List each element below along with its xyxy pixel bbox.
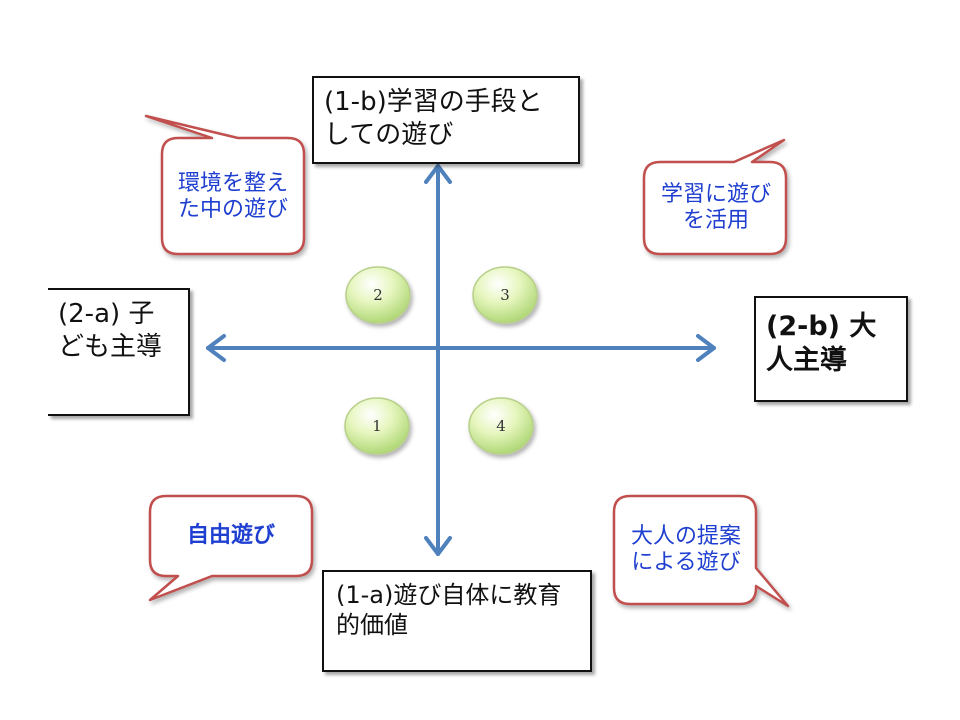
- left-arrowhead: [206, 334, 226, 362]
- quadrant-nodes: [344, 266, 538, 455]
- bubble-bottom-left: [148, 494, 314, 602]
- quadrant-label-bottom-left: 自由遊び: [186, 522, 275, 548]
- node-3: [472, 266, 538, 324]
- node-label-3: 3: [500, 286, 510, 304]
- axis-label-left: (2-a) 子ども主導: [48, 288, 190, 416]
- down-arrowhead: [424, 536, 452, 556]
- node-4: [468, 397, 534, 455]
- node-label-1: 1: [372, 417, 382, 435]
- node-label-2: 2: [373, 286, 383, 304]
- bubble-bottom-right: [612, 494, 790, 608]
- bubble-top-left: [144, 114, 306, 256]
- quadrant-label-top-right: 学習に遊びを活用: [660, 181, 771, 233]
- quadrant-label-top-left: 環境を整えた中の遊び: [177, 170, 288, 222]
- node-1: [344, 397, 410, 455]
- up-arrowhead: [424, 164, 452, 184]
- node-label-4: 4: [496, 417, 506, 435]
- right-arrowhead: [696, 334, 716, 362]
- axis-arrows: [206, 164, 716, 556]
- axis-label-top: (1-b)学習の手段としての遊び: [312, 76, 580, 164]
- callout-bubbles: [144, 114, 790, 608]
- node-2: [345, 266, 411, 324]
- bubble-top-right: [642, 138, 788, 256]
- axis-label-bottom: (1-a)遊び自体に教育的価値: [322, 570, 592, 672]
- axis-label-right: (2-b) 大人主導: [754, 296, 908, 402]
- quadrant-label-bottom-right: 大人の提案による遊び: [630, 523, 741, 575]
